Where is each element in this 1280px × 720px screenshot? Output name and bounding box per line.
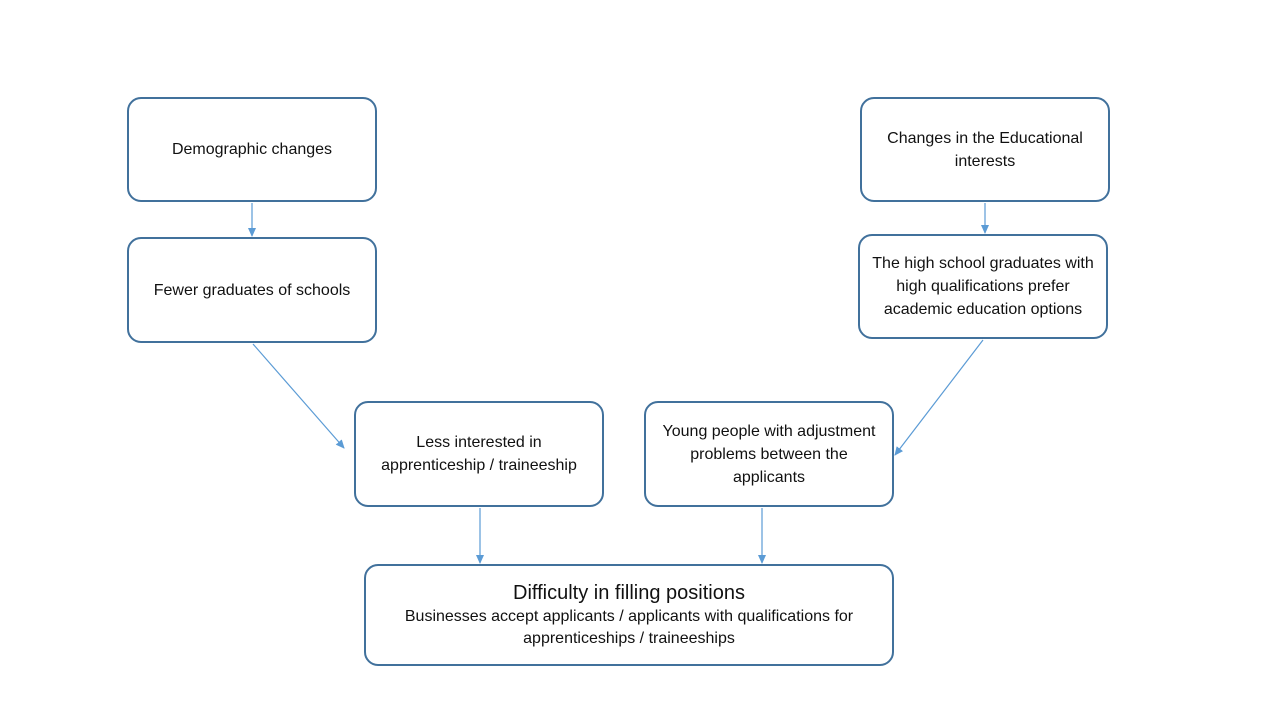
- arrow-fewer-to-less: [252, 343, 345, 449]
- node-less-interested: Less interested in apprenticeship / trai…: [354, 401, 604, 507]
- node-educational-interests-changes: Changes in the Educational interests: [860, 97, 1110, 202]
- node-young-people: Young people with adjustment problems be…: [644, 401, 894, 507]
- node-difficulty-filling-positions: Difficulty in filling positions Business…: [364, 564, 894, 666]
- node-subtitle: Businesses accept applicants / applicant…: [404, 608, 854, 647]
- node-label: Demographic changes: [171, 141, 333, 158]
- arrow-highschool-to-young: [894, 339, 984, 456]
- node-label: Fewer graduates of schools: [153, 281, 351, 299]
- node-title: Difficulty in filling positions: [513, 582, 745, 604]
- node-demographic-changes: Demographic changes: [127, 97, 377, 202]
- node-label: The high school graduates with high qual…: [872, 255, 1094, 318]
- node-label: Changes in the Educational interests: [887, 129, 1083, 170]
- node-fewer-graduates: Fewer graduates of schools: [127, 237, 377, 343]
- node-label: Less interested in apprenticeship / trai…: [381, 434, 577, 474]
- node-label: Young people with adjustment problems be…: [662, 422, 876, 486]
- node-high-school-graduates: The high school graduates with high qual…: [858, 234, 1108, 339]
